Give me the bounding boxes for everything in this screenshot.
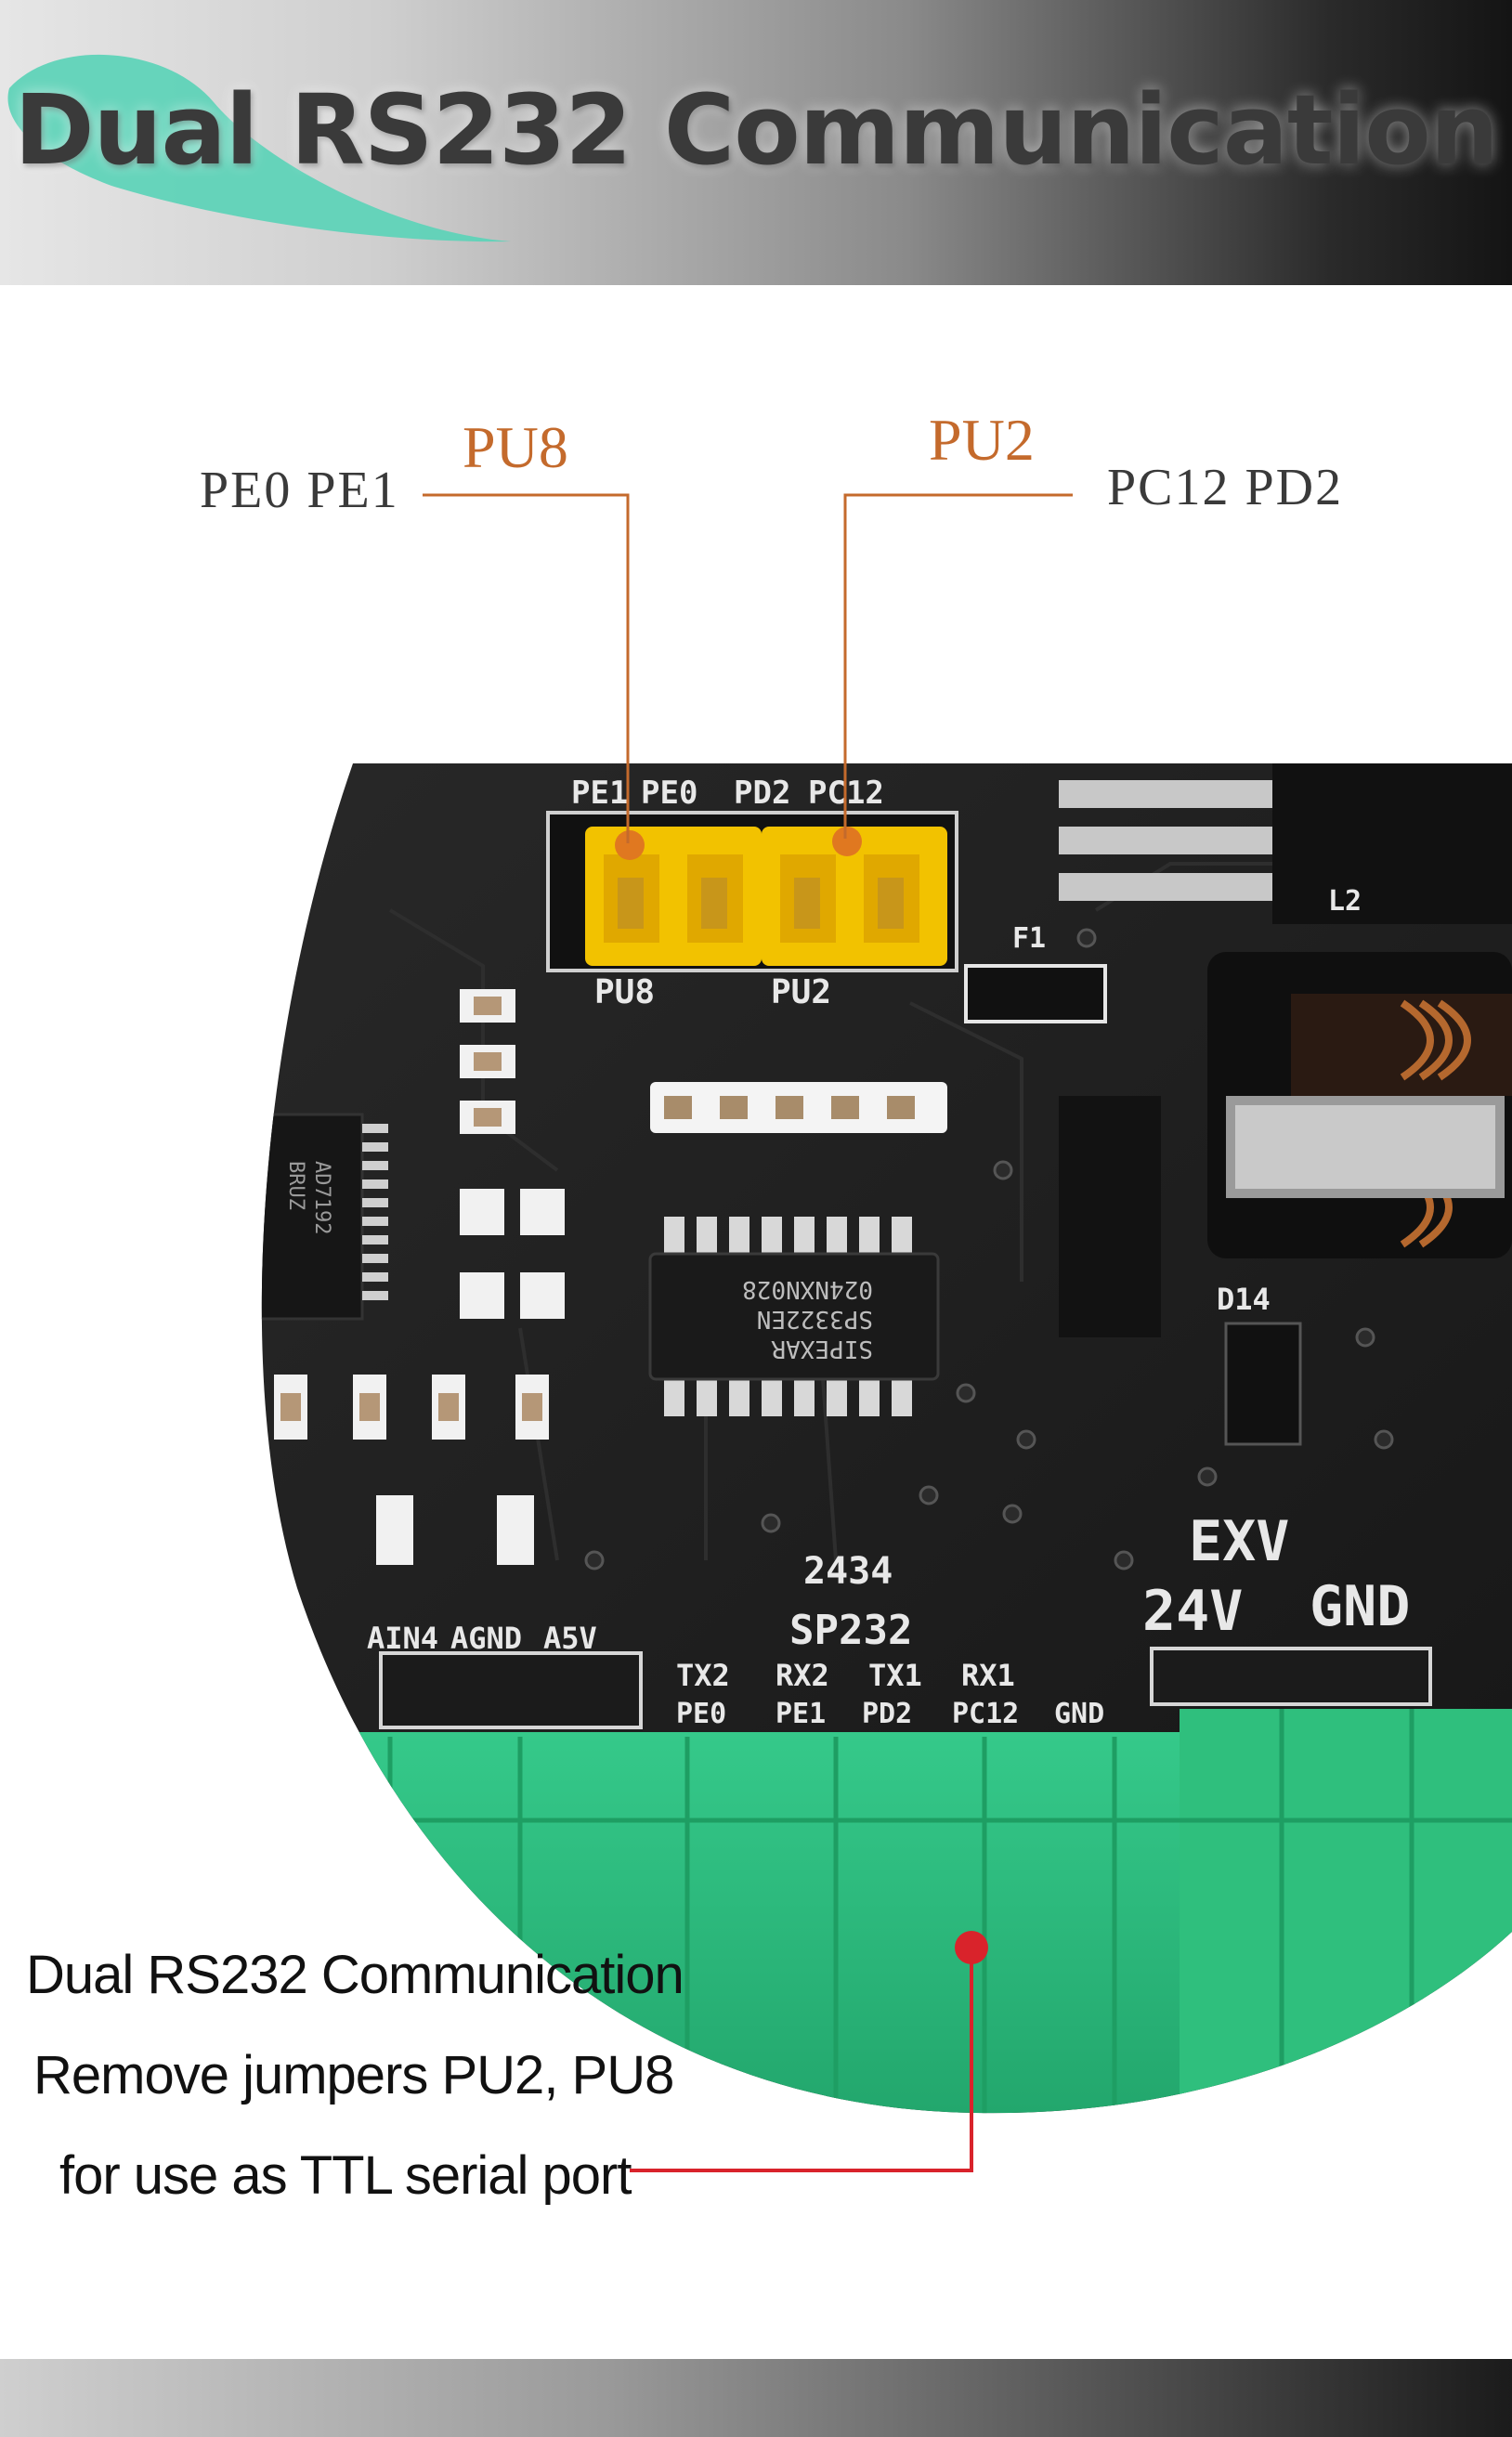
silk-agnd: AGND (450, 1621, 522, 1656)
pcb-board-photo: PE1 PE0 PD2 PC12 PU8 PU2 F1 L2 D14 2434 … (261, 763, 1512, 2114)
silk-rx2: RX2 (776, 1658, 829, 1693)
silk-date-code: 2434 (803, 1550, 893, 1593)
silk-pe1-term: PE1 (776, 1698, 826, 1730)
silk-rx1: RX1 (961, 1658, 1015, 1693)
silk-ain4: AIN4 (367, 1621, 438, 1656)
silk-fuse: F1 (1012, 922, 1046, 955)
footer-bar (0, 2359, 1512, 2437)
ic-text-3: 024NXN028 (742, 1275, 873, 1303)
regulator-tabs (1059, 763, 1512, 924)
inductor-l2 (1207, 952, 1512, 1258)
silk-pe0: PE0 (641, 775, 697, 812)
silk-tx1: TX1 (868, 1658, 922, 1693)
silk-gnd-term: GND (1054, 1698, 1104, 1730)
adc-text-1: AD7192 (310, 1161, 333, 1234)
jumper-headers (546, 811, 958, 972)
silk-pu8: PU8 (594, 973, 655, 1011)
pu8-jumper-label: PU8 (463, 414, 568, 480)
silk-gnd-power: GND (1310, 1574, 1410, 1639)
ic-text-2: SP3322EN (757, 1305, 873, 1333)
silk-pc12-term: PC12 (952, 1698, 1019, 1730)
pu2-jumper-label: PU2 (929, 407, 1035, 473)
silk-exv: EXV (1189, 1509, 1289, 1574)
page-title: Dual RS232 Communication (14, 73, 1499, 187)
note-line-1: Dual RS232 Communication (26, 1945, 684, 2005)
silk-pd2-term: PD2 (862, 1698, 912, 1730)
silk-pu2: PU2 (771, 973, 831, 1011)
silk-pe0-term: PE0 (676, 1698, 726, 1730)
rs232-transceiver-ic: SIPEXAR SP3322EN 024NXN028 (648, 1217, 940, 1416)
ic-text-1: SIPEXAR (771, 1335, 873, 1362)
adc-chip: AD7192 BRUZ (261, 1113, 388, 1321)
teal-swoosh-decoration (7, 54, 511, 242)
passive-components (274, 964, 1302, 1565)
silk-pd2: PD2 (734, 775, 790, 812)
silk-24v: 24V (1142, 1579, 1243, 1644)
note-line-3: for use as TTL serial port (59, 2145, 632, 2206)
silk-pc12: PC12 (808, 775, 884, 812)
silk-a5v: A5V (543, 1621, 597, 1656)
silk-diode: D14 (1217, 1282, 1271, 1317)
silk-tx2: TX2 (676, 1658, 730, 1693)
pu8-pins-label: PE0 PE1 (200, 462, 399, 519)
silk-pe1: PE1 (571, 775, 628, 812)
silk-sp232: SP232 (789, 1607, 912, 1654)
header-banner: Dual RS232 Communication (0, 0, 1512, 285)
note-line-2: Remove jumpers PU2, PU8 (33, 2045, 674, 2105)
silk-inductor: L2 (1328, 885, 1362, 918)
adc-text-2: BRUZ (284, 1161, 307, 1210)
pu2-pins-label: PC12 PD2 (1107, 459, 1344, 516)
